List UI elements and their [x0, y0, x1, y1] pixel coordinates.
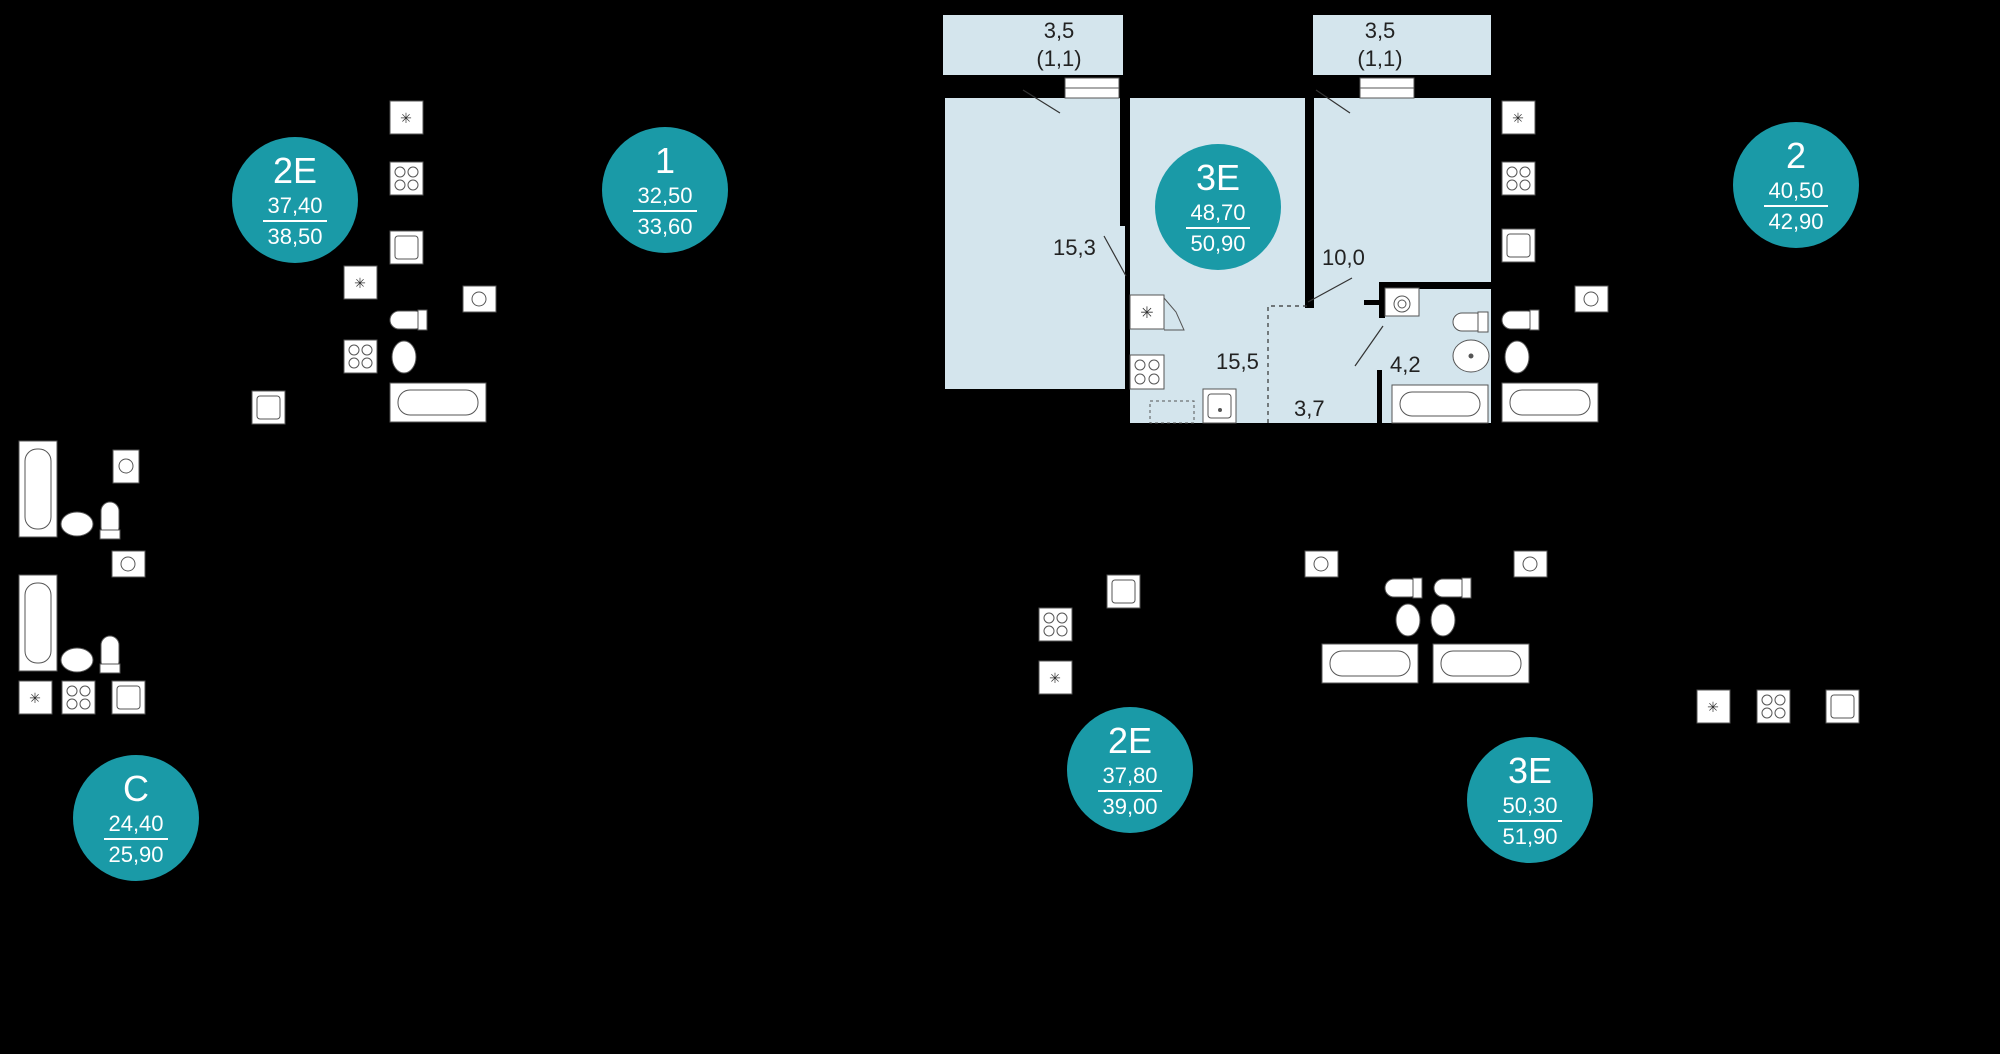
bathtub-icon	[1391, 384, 1489, 424]
stove-icon	[1129, 354, 1165, 390]
toilet-icon	[99, 309, 1540, 674]
total-area: 33,60	[637, 213, 693, 239]
leader-lines	[1022, 89, 1384, 423]
bedroom-right	[1313, 98, 1491, 288]
living-area: 32,50	[633, 184, 697, 212]
svg-text:✳: ✳	[400, 110, 412, 126]
balcony-area: 3,5	[1364, 18, 1396, 43]
living-area: 37,40	[263, 194, 327, 222]
balcony-coefficient: (1,1)	[1357, 45, 1403, 71]
total-area: 38,50	[267, 223, 323, 249]
svg-text:✳: ✳	[1512, 110, 1524, 126]
balcony-right-label: 3,5 (1,1)	[1344, 17, 1416, 72]
living-area: 48,70	[1186, 201, 1250, 229]
svg-text:✳: ✳	[29, 690, 41, 706]
apartment-badge[interactable]: 2E 37,80 39,00	[1067, 707, 1193, 833]
svg-text:✳: ✳	[354, 275, 366, 291]
apartment-type: 3E	[1195, 157, 1241, 198]
sink-icon	[111, 228, 1860, 724]
apartment-type: 2E	[272, 150, 318, 191]
total-area: 42,90	[1768, 208, 1824, 234]
living-area: 40,50	[1764, 179, 1828, 207]
svg-text:✳: ✳	[1707, 699, 1719, 715]
balcony-right	[1313, 15, 1491, 75]
washing-machine-icon	[1384, 287, 1420, 317]
total-area: 50,90	[1190, 230, 1246, 256]
walls	[943, 75, 1493, 423]
fridge-icon: ✳ ✳ ✳ ✳ ✳ ✳	[18, 100, 1731, 724]
balcony-left	[943, 15, 1123, 75]
washbasin-icon	[60, 340, 1530, 673]
apartment-badge[interactable]: C 24,40 25,90	[73, 755, 199, 881]
bedroom-left	[945, 98, 1125, 389]
washing-machine-icon	[111, 285, 1609, 578]
apartment-badge[interactable]: 2 40,50 42,90	[1733, 122, 1859, 248]
svg-text:✳: ✳	[1140, 305, 1153, 322]
apartment-badge[interactable]: 1 32,50 33,60	[602, 127, 728, 253]
balcony-area: 3,5	[1043, 18, 1075, 43]
bedroom-right-area: 10,0	[1322, 245, 1365, 270]
total-area: 25,90	[108, 841, 164, 867]
svg-text:✳: ✳	[1049, 670, 1061, 686]
living-area: 50,30	[1498, 794, 1562, 822]
bedroom-left-area: 15,3	[1053, 235, 1096, 260]
apartment-badge[interactable]: 3E 50,30 51,90	[1467, 737, 1593, 863]
hall	[1268, 288, 1380, 423]
apartment-type: 3E	[1507, 750, 1553, 791]
total-area: 39,00	[1102, 793, 1158, 819]
hall-area: 3,7	[1294, 396, 1325, 421]
fridge-icon: ✳	[1129, 294, 1185, 331]
apartment-type: 1	[654, 140, 676, 181]
total-area: 51,90	[1502, 823, 1558, 849]
toilet-icon	[1452, 311, 1489, 333]
bathroom-area: 4,2	[1390, 352, 1421, 377]
kitchen-living-area: 15,5	[1216, 349, 1259, 374]
apartment-badge[interactable]: 3E 48,70 50,90	[1155, 144, 1281, 270]
living-area: 37,80	[1098, 764, 1162, 792]
balcony-left-label: 3,5 (1,1)	[1023, 17, 1095, 72]
apartment-type: 2	[1785, 135, 1807, 176]
balcony-coefficient: (1,1)	[1036, 45, 1082, 71]
apartment-type: 2E	[1107, 720, 1153, 761]
apartment-type: C	[123, 768, 149, 809]
sink-icon	[1149, 388, 1237, 424]
bathtub-icon	[18, 382, 1599, 684]
apartment-badge[interactable]: 2E 37,40 38,50	[232, 137, 358, 263]
fixture-symbols: ✳ ✳ ✳ ✳ ✳ ✳	[18, 100, 1860, 724]
washbasin-icon	[1452, 339, 1490, 373]
stove-icon	[61, 161, 1791, 724]
windows	[1064, 77, 1415, 99]
living-area: 24,40	[104, 812, 168, 840]
